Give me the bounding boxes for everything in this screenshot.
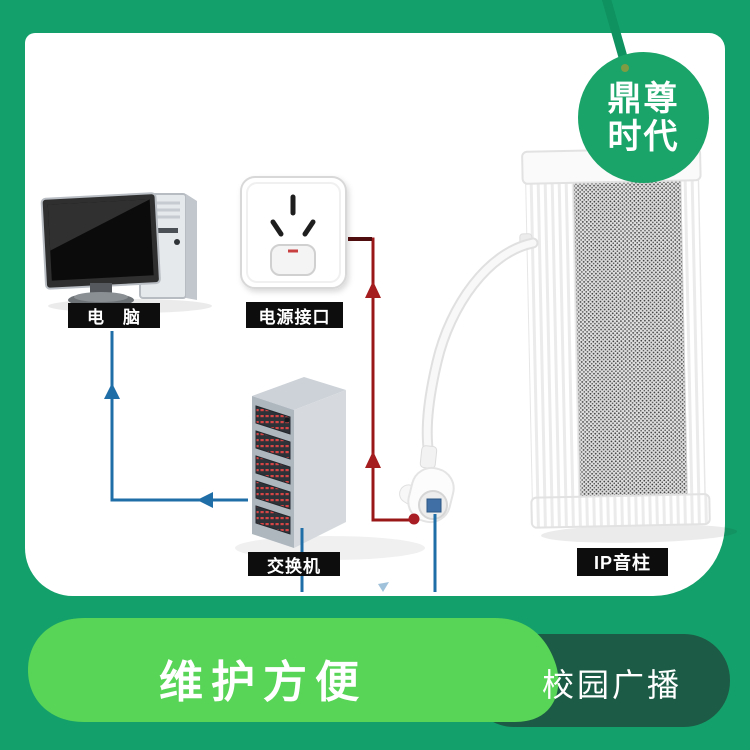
socket-switch [270,244,316,276]
computer-icon [40,192,212,313]
brand-badge: 鼎尊 时代 [578,52,709,183]
faint-arrow-icon [378,582,389,592]
computer-monitor [40,192,161,290]
category-text: 校园广播 [541,667,682,703]
socket-left-slot [270,219,284,237]
rj45-plug [426,498,442,513]
column-speaker-icon [519,147,738,543]
network-switch-label: 交换机 [248,552,340,576]
cable-connector-icon [399,445,455,525]
speaker-grille [573,179,688,504]
network-switch-icon [235,377,425,560]
socket-right-slot [302,219,316,237]
power-socket-icon [240,176,347,289]
red-up-arrow-icon [365,451,381,468]
power-connection-line [348,237,410,522]
blue-up-arrow-icon [104,383,120,399]
feature-text: 维护方便 [159,658,367,707]
brand-badge-line2: 时代 [607,117,680,156]
blue-left-arrow-icon [197,492,213,508]
footer-banner [28,618,730,727]
speaker-cable [421,237,539,461]
power-socket-label: 电源接口 [246,302,343,328]
badge-pin-dot [621,64,629,72]
computer-label: 电 脑 [68,303,160,328]
brand-badge-line1: 鼎尊 [607,79,680,118]
red-up-arrow-icon [365,281,381,298]
feature-pill [28,618,559,722]
ip-speaker-label: IP音柱 [577,548,668,576]
speaker-bottom-cap [530,493,711,529]
red-line-terminal-dot [408,513,420,525]
